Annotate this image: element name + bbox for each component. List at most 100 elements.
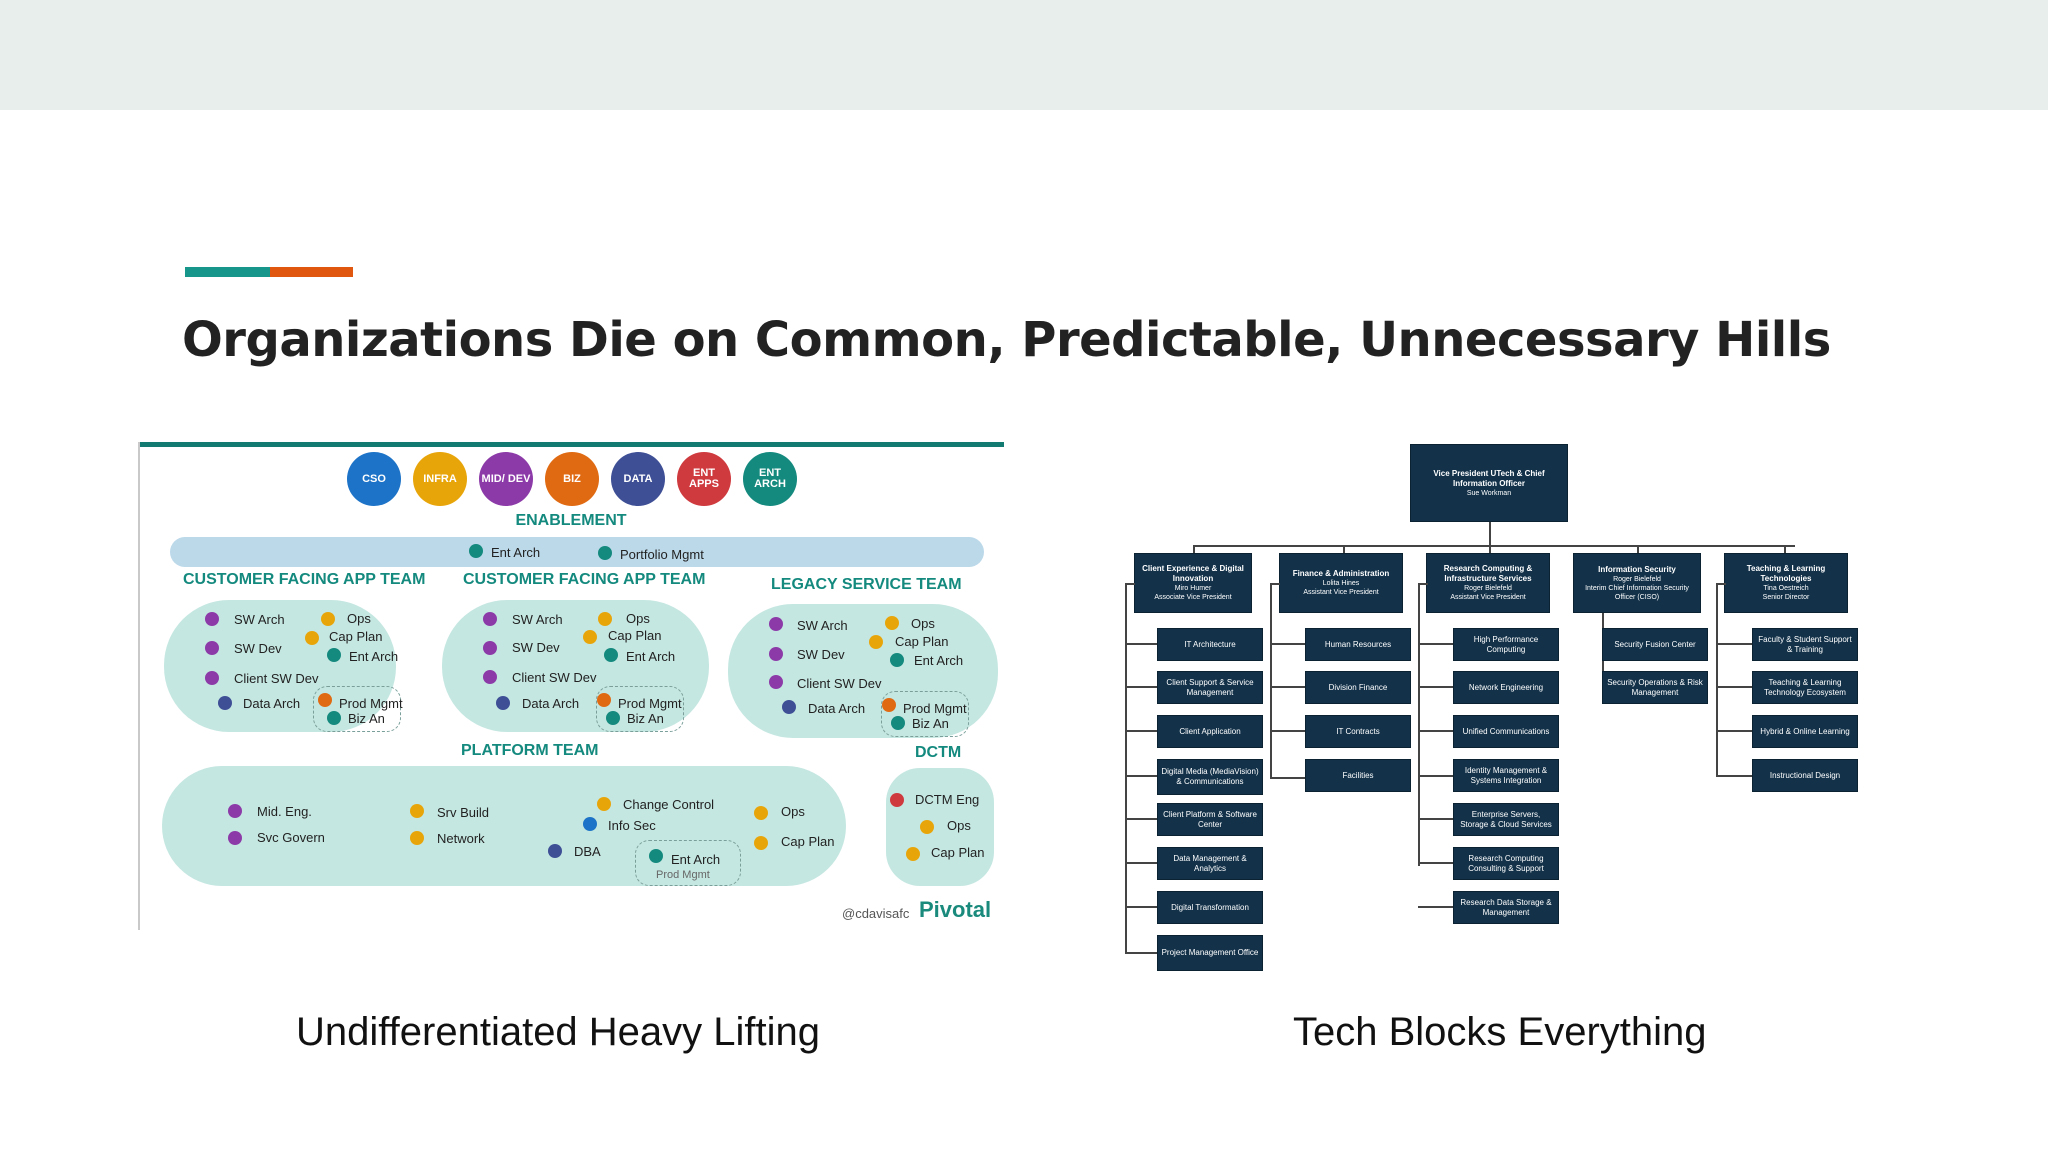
connector (1489, 545, 1491, 555)
connector (1418, 906, 1455, 908)
unit-box: Enterprise Servers, Storage & Cloud Serv… (1453, 803, 1559, 836)
role-label: Biz An (348, 711, 385, 726)
dctm-item: Ops (947, 818, 971, 833)
unit-box: Research Data Storage & Management (1453, 891, 1559, 924)
dot-yellow (920, 820, 934, 834)
platform-item: Prod Mgmt (656, 869, 710, 881)
platform-item: Change Control (623, 797, 715, 812)
role-label: Ops (911, 616, 935, 631)
circle-ent-apps: ENT APPS (677, 452, 731, 506)
org-top-box: Vice President UTech & Chief Information… (1410, 444, 1568, 522)
role-label: Ops (626, 611, 650, 626)
dashed-group (596, 686, 684, 732)
division-leader: Roger Bielefeld (1464, 585, 1512, 592)
division-head: Finance & Administration Lolita Hines As… (1279, 553, 1403, 613)
role-label: Prod Mgmt (618, 696, 682, 711)
circle-ent-arch: ENT ARCH (743, 452, 797, 506)
connector (1125, 952, 1162, 954)
role-label: Biz An (912, 716, 949, 731)
division-role: Associate Vice President (1154, 594, 1232, 601)
connector (1270, 777, 1307, 779)
circle-biz: BIZ (545, 452, 599, 506)
role-label: SW Arch (797, 618, 848, 633)
connector (1418, 818, 1455, 820)
dot-purple (205, 612, 219, 626)
watermark-handle: @cdavisafc (842, 906, 910, 921)
slide-title: Organizations Die on Common, Predictable… (182, 312, 1831, 368)
dot-teal (327, 711, 341, 725)
dctm-title: DCTM (915, 744, 962, 761)
connector (1716, 643, 1753, 645)
division-role: Interim Chief Information Security Offic… (1585, 584, 1689, 601)
dot-yellow (598, 612, 612, 626)
role-label: SW Dev (797, 647, 845, 662)
connector (1716, 583, 1718, 777)
role-label: Prod Mgmt (903, 701, 967, 716)
role-label: Ent Arch (914, 653, 964, 668)
platform-item: Svc Govern (257, 830, 325, 845)
division-leader: Tina Oestreich (1763, 585, 1809, 592)
connector (1125, 906, 1162, 908)
team1-title: CUSTOMER FACING APP TEAM (183, 571, 426, 588)
connector (1716, 686, 1753, 688)
role-label: Prod Mgmt (339, 696, 403, 711)
platform-item: Ent Arch (671, 852, 721, 867)
role-label: SW Dev (512, 640, 560, 655)
unit-box: Teaching & Learning Technology Ecosystem (1752, 671, 1858, 704)
unit-box: Unified Communications (1453, 715, 1559, 748)
team-structure-figure: CSO INFRA MID/ DEV BIZ DATA ENT APPS ENT… (138, 442, 1004, 930)
enablement-band (170, 537, 984, 567)
role-label: Cap Plan (329, 629, 383, 644)
dashed-group (635, 840, 741, 886)
unit-box: Faculty & Student Support & Training (1752, 628, 1858, 661)
title-accent-teal (185, 267, 270, 277)
dot-teal (649, 849, 663, 863)
dot-yellow (754, 806, 768, 820)
unit-box: Human Resources (1305, 628, 1411, 661)
dot-purple (483, 670, 497, 684)
unit-box: Client Platform & Software Center (1157, 803, 1263, 836)
dot-teal (890, 653, 904, 667)
platform-item: Network (437, 831, 485, 846)
connector (1193, 545, 1795, 547)
role-label: Cap Plan (895, 634, 949, 649)
division-head: Research Computing & Infrastructure Serv… (1426, 553, 1550, 613)
dot-navy (496, 696, 510, 710)
division-role: Assistant Vice President (1303, 589, 1379, 596)
unit-box: Data Management & Analytics (1157, 847, 1263, 880)
unit-box: Facilities (1305, 759, 1411, 792)
dashed-group (313, 686, 401, 732)
role-label: Data Arch (243, 696, 301, 711)
division-head: Client Experience & Digital Innovation M… (1134, 553, 1252, 613)
unit-box: Research Computing Consulting & Support (1453, 847, 1559, 880)
connector (1716, 775, 1753, 777)
dctm-pill (886, 768, 994, 886)
dot-yellow (597, 797, 611, 811)
role-label: SW Dev (234, 641, 282, 656)
connector (1270, 643, 1307, 645)
unit-box: Identity Management & Systems Integratio… (1453, 759, 1559, 792)
dot-purple (769, 647, 783, 661)
top-banner (0, 0, 2048, 110)
role-label: Ent Arch (626, 649, 676, 664)
platform-item: Cap Plan (781, 834, 835, 849)
dot-yellow (906, 847, 920, 861)
unit-box: Security Fusion Center (1602, 628, 1708, 661)
connector (1270, 730, 1307, 732)
role-label: Client SW Dev (234, 671, 319, 686)
connector (1343, 545, 1345, 555)
unit-box: IT Contracts (1305, 715, 1411, 748)
unit-box: Project Management Office (1157, 935, 1263, 971)
connector (1270, 686, 1307, 688)
figure-top-rule (138, 442, 1004, 447)
division-leader: Roger Bielefeld (1613, 575, 1661, 583)
dot-yellow (869, 635, 883, 649)
dot-purple (205, 641, 219, 655)
unit-box: High Performance Computing (1453, 628, 1559, 661)
connector (1125, 818, 1162, 820)
dot-yellow (305, 631, 319, 645)
dot-purple (205, 671, 219, 685)
dot-yellow (410, 831, 424, 845)
dot-purple (228, 804, 242, 818)
connector (1418, 862, 1455, 864)
